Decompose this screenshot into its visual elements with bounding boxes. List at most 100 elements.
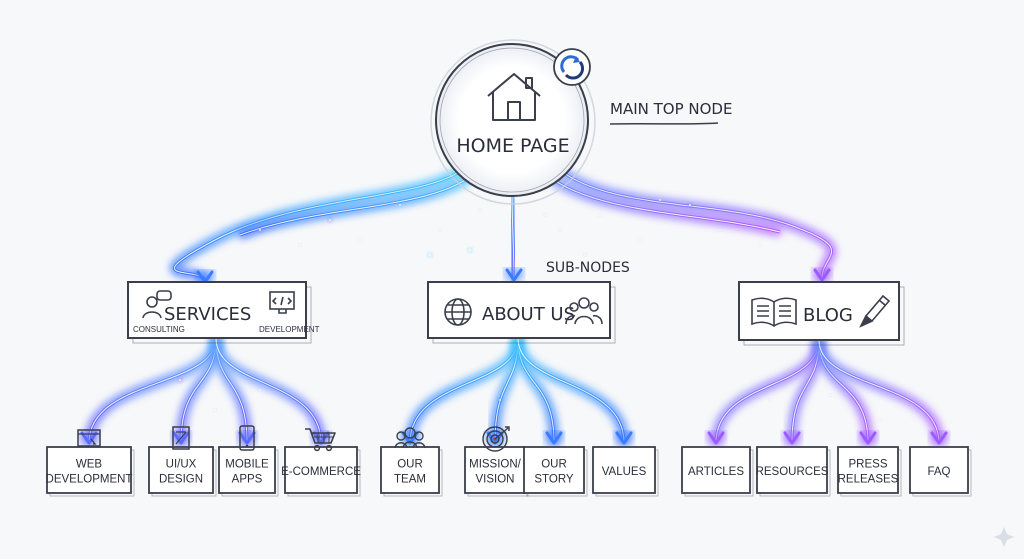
sparkle-mark-icon: [994, 527, 1014, 547]
sparkle-dot: [759, 244, 761, 246]
consulting-person-icon: [142, 290, 172, 319]
connector-root-4: [545, 172, 782, 237]
shopping-cart-icon: [305, 428, 336, 452]
arrowhead-0-2: [238, 431, 256, 445]
arrowhead-1-2: [545, 431, 563, 445]
leaf-node-0-3: E-COMMERCE: [281, 428, 361, 497]
connector-root-2: [507, 193, 519, 281]
caption-consulting: CONSULTING: [133, 325, 185, 334]
sparkle-dot: [479, 209, 481, 211]
pencil-icon: [859, 294, 891, 328]
arrowhead-2-2: [859, 431, 877, 445]
arrowhead-2-3: [930, 431, 948, 445]
connector-layer: [80, 166, 948, 445]
arrowhead-0-1: [172, 431, 190, 445]
leaf-label-line: E-COMMERCE: [281, 466, 361, 478]
leaf-label-line: VISION: [476, 474, 515, 486]
leaf-node-2-0: ARTICLES: [681, 446, 754, 497]
browser-window-icon: [77, 429, 101, 447]
leaf-label-line: DESIGN: [159, 474, 203, 486]
arrowhead-2-1: [783, 431, 801, 445]
sparkle-dot: [584, 254, 586, 256]
sparkle-dot: [829, 394, 831, 396]
leaf-label-line: OUR: [397, 459, 423, 471]
leaf-node-1-3: VALUES: [592, 446, 659, 497]
section-label-services: SERVICES: [164, 304, 251, 325]
leaf-node-2-3: FAQ: [909, 446, 972, 497]
sparkle-dot: [689, 204, 691, 206]
annotation-main-top-node: MAIN TOP NODE: [610, 100, 732, 118]
sparkle-dot: [879, 419, 881, 421]
arrowhead-root-3: [813, 268, 831, 282]
section-node-about-us: ABOUT US: [427, 281, 616, 344]
sparkle-dot: [439, 229, 441, 231]
leaf-node-0-2: MOBILE APPS: [218, 425, 279, 497]
section-node-services: SERVICES CONSULTING DEVELOPMENT: [127, 281, 320, 344]
sparkle-dot: [719, 229, 721, 231]
connector-2-1: [787, 339, 824, 444]
leaf-label-line: WEB: [76, 459, 103, 471]
leaf-label-line: APPS: [232, 474, 263, 486]
sparkle-dot: [329, 219, 331, 221]
arrowhead-2-0: [707, 431, 725, 445]
code-monitor-icon: [269, 291, 295, 314]
sparkle-dot: [214, 409, 216, 411]
section-label-blog: BLOG: [803, 305, 853, 326]
sparkle-dot: [429, 254, 431, 256]
sparkle-dot: [544, 214, 546, 216]
leaf-label-line: VALUES: [602, 466, 647, 478]
target-icon: [482, 426, 510, 452]
sparkle-dot: [359, 239, 361, 241]
leaf-label-line: PRESS: [849, 459, 888, 471]
refresh-badge-icon: [553, 48, 591, 86]
globe-icon: [444, 298, 472, 326]
sparkle-dot: [599, 214, 601, 216]
root-node-home-page: HOME PAGE: [430, 39, 596, 205]
sparkle-dot: [399, 204, 401, 206]
connector-root-0: [169, 166, 465, 284]
sparkle-dot: [769, 399, 771, 401]
sparkle-dot: [499, 399, 501, 401]
sparkle-dot: [179, 379, 181, 381]
team-icon: [394, 427, 426, 449]
sparkle-dot: [659, 199, 661, 201]
sparkle-dot: [469, 249, 471, 251]
arrowhead-root-2: [505, 268, 523, 282]
open-book-icon: [751, 297, 797, 327]
caption-development: DEVELOPMENT: [259, 325, 320, 334]
annotation-sub-nodes: SUB-NODES: [546, 260, 630, 276]
sparkle-dot: [639, 239, 641, 241]
leaf-label-line: STORY: [534, 474, 574, 486]
connector-2-3: [814, 339, 944, 444]
root-label: HOME PAGE: [456, 135, 569, 157]
connector-root-1: [238, 170, 477, 240]
sparkle-dot: [259, 389, 261, 391]
sparkle-dot: [559, 394, 561, 396]
leaf-label-line: ARTICLES: [688, 466, 744, 478]
connector-0-3: [211, 337, 326, 444]
house-icon: [487, 73, 541, 121]
leaf-label-line: FAQ: [927, 466, 950, 478]
annotation-underline: [609, 122, 719, 125]
leaf-label-line: RESOURCES: [756, 466, 829, 478]
people-icon: [565, 297, 603, 325]
sparkle-dot: [299, 244, 301, 246]
section-node-blog: BLOG: [738, 281, 905, 346]
tablet-design-icon: [172, 426, 190, 450]
section-label-about-us: ABOUT US: [482, 304, 575, 325]
connector-root-3: [557, 166, 836, 281]
leaf-label-line: MOBILE: [225, 459, 269, 471]
leaf-node-2-1: RESOURCES: [756, 446, 831, 497]
leaf-label-line: TEAM: [394, 474, 426, 486]
leaf-label-line: MISSION/: [469, 459, 522, 471]
connector-1-3: [513, 337, 629, 444]
arrowhead-0-0: [80, 431, 98, 445]
arrowhead-1-3: [615, 431, 633, 445]
